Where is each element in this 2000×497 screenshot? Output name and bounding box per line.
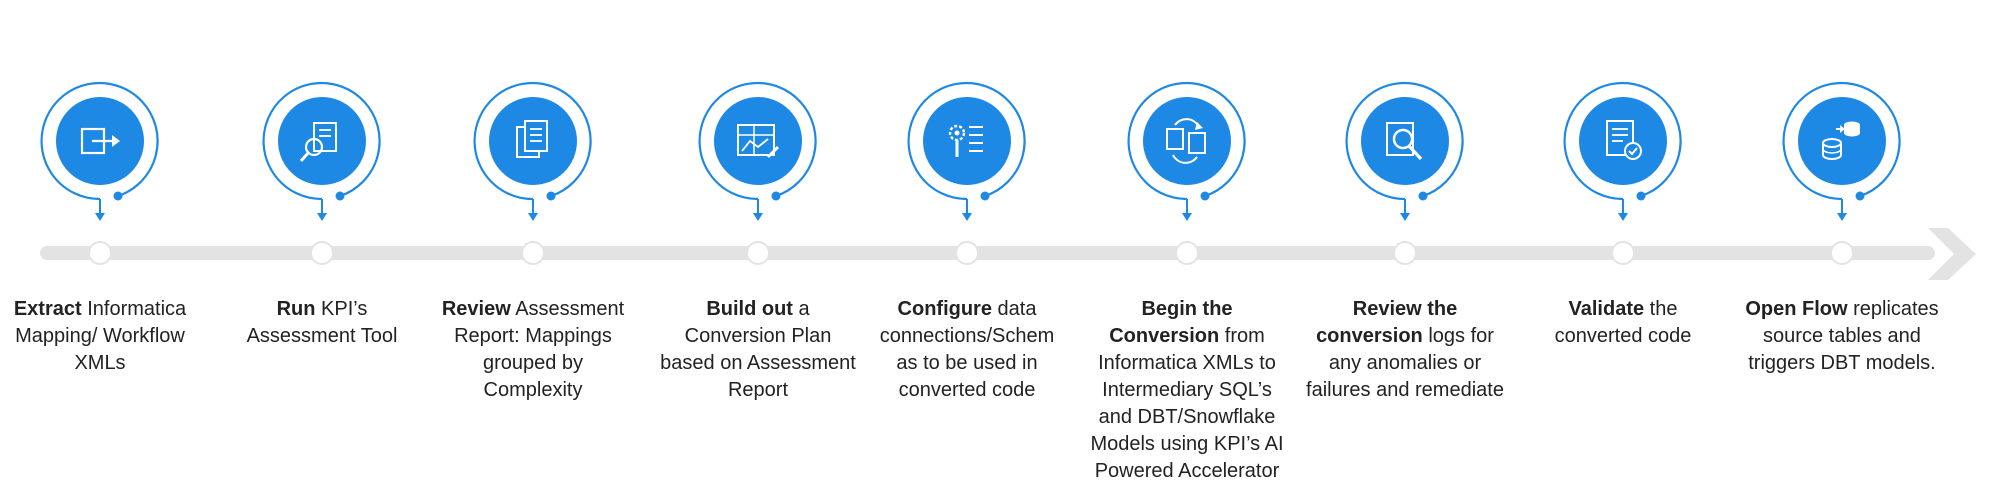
step-label-bold: Review xyxy=(441,298,511,320)
step-ring xyxy=(1782,81,1902,221)
database-transfer-icon xyxy=(1812,111,1872,171)
process-step: Run KPI’s Assessment Tool xyxy=(222,0,422,497)
step-ring xyxy=(1345,81,1465,221)
step-ring xyxy=(698,81,818,221)
timeline-node xyxy=(312,243,332,263)
step-label-bold: Validate xyxy=(1568,298,1645,320)
search-document-icon xyxy=(292,111,352,171)
step-label: Extract Informatica Mapping/ Workflow XM… xyxy=(0,296,200,377)
step-label: Configure data connections/Schem as to b… xyxy=(867,296,1067,404)
step-label-bold: Run xyxy=(276,298,316,320)
step-label: Run KPI’s Assessment Tool xyxy=(222,296,422,350)
documents-icon xyxy=(503,111,563,171)
validate-document-icon xyxy=(1593,111,1653,171)
process-step: Review the conversion logs for any anoma… xyxy=(1305,0,1505,497)
step-label-text: Informatica Mapping/ Workflow XMLs xyxy=(15,298,187,374)
step-label-bold: Review the conversion xyxy=(1316,298,1458,347)
step-ring xyxy=(473,81,593,221)
process-step: Build out a Conversion Plan based on Ass… xyxy=(658,0,858,497)
magnify-review-icon xyxy=(1375,111,1435,171)
step-label-bold: Extract xyxy=(13,298,82,320)
settings-list-icon xyxy=(937,111,997,171)
step-label: Begin the Conversion from Informatica XM… xyxy=(1087,296,1287,485)
step-label-text: data connections/Schem as to be used in … xyxy=(879,298,1055,401)
timeline-node xyxy=(957,243,977,263)
step-label-bold: Configure xyxy=(897,298,992,320)
step-label: Review Assessment Report: Mappings group… xyxy=(433,296,633,404)
convert-files-icon xyxy=(1157,111,1217,171)
step-ring xyxy=(1563,81,1683,221)
process-step: Review Assessment Report: Mappings group… xyxy=(433,0,633,497)
step-label-bold: Build out xyxy=(706,298,793,320)
process-step: Validate the converted code xyxy=(1523,0,1723,497)
export-icon xyxy=(70,111,130,171)
timeline-track xyxy=(40,246,1935,260)
process-step: Extract Informatica Mapping/ Workflow XM… xyxy=(0,0,200,497)
step-ring xyxy=(907,81,1027,221)
blueprint-icon xyxy=(728,111,788,171)
step-label-text: from Informatica XMLs to Intermediary SQ… xyxy=(1090,325,1284,482)
timeline-node xyxy=(1613,243,1633,263)
timeline-node xyxy=(1395,243,1415,263)
step-label-bold: Begin the Conversion xyxy=(1109,298,1233,347)
step-label: Validate the converted code xyxy=(1523,296,1723,350)
timeline-node xyxy=(748,243,768,263)
timeline-node xyxy=(523,243,543,263)
step-label: Open Flow replicates source tables and t… xyxy=(1742,296,1942,377)
process-step: Open Flow replicates source tables and t… xyxy=(1742,0,1942,497)
step-ring xyxy=(40,81,160,221)
timeline-node xyxy=(90,243,110,263)
step-label-text: KPI’s Assessment Tool xyxy=(246,298,398,347)
step-label: Build out a Conversion Plan based on Ass… xyxy=(658,296,858,404)
step-ring xyxy=(1127,81,1247,221)
step-label: Review the conversion logs for any anoma… xyxy=(1305,296,1505,404)
process-step: Begin the Conversion from Informatica XM… xyxy=(1087,0,1287,497)
step-ring xyxy=(262,81,382,221)
step-label-text: a Conversion Plan based on Assessment Re… xyxy=(660,298,856,401)
step-label-text: replicates source tables and triggers DB… xyxy=(1748,298,1939,374)
step-label-text: the converted code xyxy=(1554,298,1692,347)
step-label-bold: Open Flow xyxy=(1745,298,1848,320)
timeline-node xyxy=(1177,243,1197,263)
process-step: Configure data connections/Schem as to b… xyxy=(867,0,1067,497)
step-label-text: Assessment Report: Mappings grouped by C… xyxy=(454,298,625,401)
timeline-arrowhead xyxy=(1928,228,1976,280)
timeline-node xyxy=(1832,243,1852,263)
step-label-text: logs for any anomalies or failures and r… xyxy=(1306,325,1504,401)
